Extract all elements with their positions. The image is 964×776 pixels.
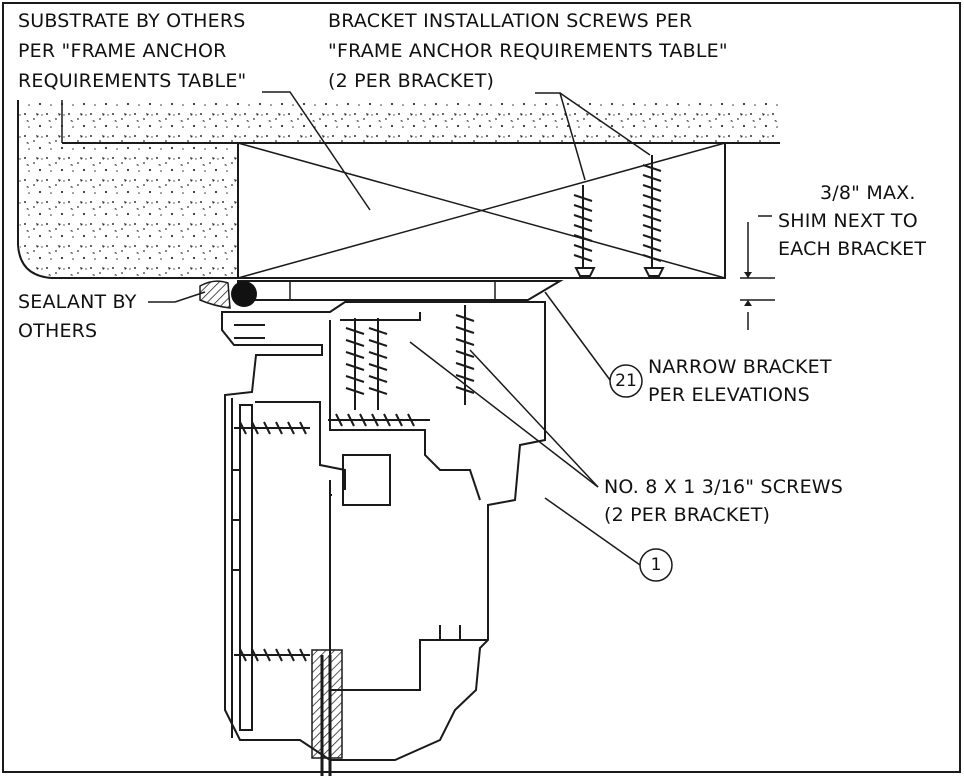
glass [320, 655, 332, 776]
leader-bracket21 [544, 291, 611, 381]
leader-sealant [148, 291, 206, 303]
substrate-label-3: REQUIREMENTS TABLE" [18, 70, 247, 92]
bracket-screws-label-3: (2 PER BRACKET) [328, 70, 495, 92]
frame-screw-mid [328, 413, 430, 427]
callout-1-circle [639, 548, 673, 582]
callout-21-circle [609, 364, 643, 398]
window-frame [221, 301, 546, 761]
shim-dim-bottom [740, 299, 775, 330]
leader-no8-1 [409, 341, 599, 488]
no8-screws-label-2: (2 PER BRACKET) [604, 504, 771, 526]
sealant [199, 280, 231, 309]
shim-label-3: EACH BRACKET [778, 238, 927, 260]
sealant-label-2: OTHERS [18, 320, 98, 342]
bracket-screw-1 [573, 185, 596, 277]
substrate-concrete [18, 100, 780, 278]
no8-screw-3 [455, 305, 475, 405]
backer-rod [231, 281, 257, 307]
no8-screw-1 [345, 318, 365, 410]
shim-blocking [237, 142, 726, 279]
callout-1-tag: 1 [650, 555, 662, 575]
no8-screws-label-1: NO. 8 X 1 3/16" SCREWS [604, 476, 844, 498]
sealant-label-1: SEALANT BY [18, 291, 137, 313]
no8-screw-2 [368, 318, 388, 410]
substrate-label-2: PER "FRAME ANCHOR [18, 40, 227, 62]
frame-screw-left-lower [234, 648, 310, 662]
bracket-screws-label-2: "FRAME ANCHOR REQUIREMENTS TABLE" [328, 40, 728, 62]
bracket-screw-2 [642, 155, 665, 277]
bracket-screws-label-1: BRACKET INSTALLATION SCREWS PER [328, 10, 693, 32]
narrow-bracket [237, 280, 564, 301]
callout-21-tag: 21 [615, 371, 637, 391]
shim-label-1: 3/8" MAX. [820, 182, 916, 204]
shim-label-2: SHIM NEXT TO [778, 210, 918, 232]
substrate-label-1: SUBSTRATE BY OTHERS [18, 10, 246, 32]
shim-dim-top [740, 222, 775, 279]
leader-bracket-screws-2 [559, 92, 651, 156]
narrow-bracket-label-1: NARROW BRACKET [648, 356, 832, 378]
leader-frame1 [544, 497, 641, 566]
frame-screw-left-upper [234, 421, 310, 435]
narrow-bracket-label-2: PER ELEVATIONS [648, 384, 810, 406]
leader-no8-2 [469, 349, 599, 488]
leader-substrate [262, 91, 371, 211]
glazing-bead [311, 649, 343, 759]
